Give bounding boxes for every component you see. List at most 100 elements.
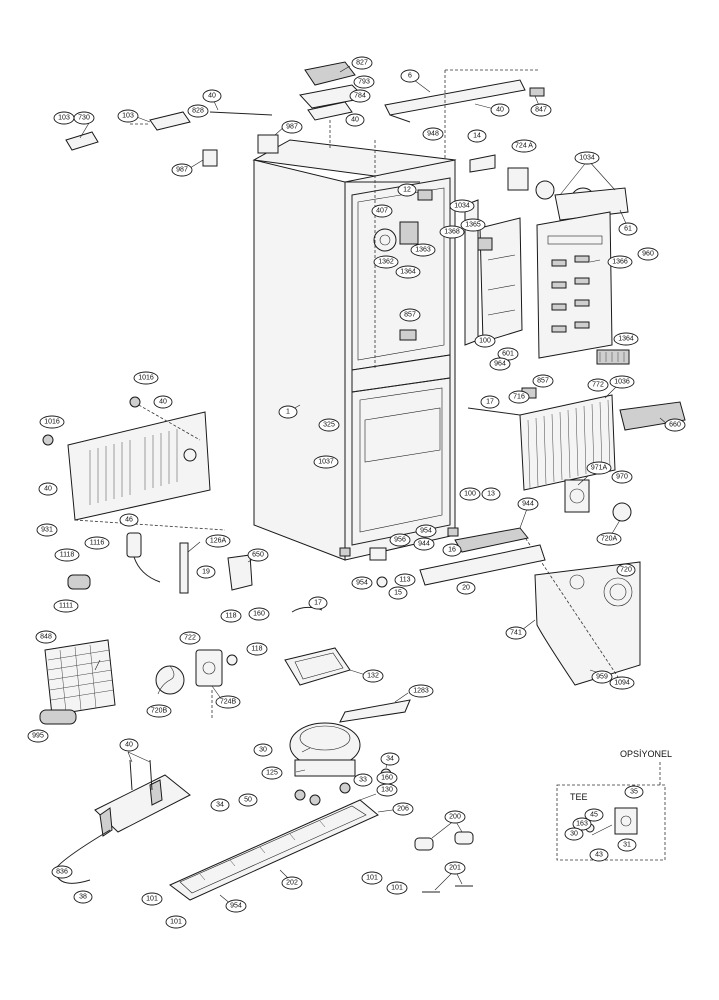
svg-text:828: 828 [192, 108, 204, 115]
svg-text:132: 132 [367, 673, 379, 680]
top-cover-parts [65, 61, 367, 167]
svg-text:1016: 1016 [138, 375, 154, 382]
svg-text:40: 40 [208, 93, 216, 100]
callout-1368: 1368 [439, 225, 465, 239]
air-duct [464, 199, 523, 346]
callout-1094: 1094 [609, 676, 635, 690]
callout-33: 33 [353, 773, 373, 787]
callout-103b: 103 [117, 109, 139, 123]
callout-125: 125 [261, 766, 283, 780]
svg-text:1016: 1016 [44, 419, 60, 426]
svg-text:118: 118 [251, 646, 262, 653]
callout-716: 716 [508, 390, 530, 404]
callout-30b: 30 [564, 827, 584, 841]
compressor-bracket [54, 759, 191, 884]
callout-722: 722 [179, 631, 201, 645]
svg-text:1118: 1118 [60, 552, 75, 559]
callout-847: 847 [530, 103, 552, 117]
callout-1034b: 1034 [449, 199, 475, 213]
callout-793: 793 [353, 75, 375, 89]
svg-text:716: 716 [513, 394, 525, 401]
svg-text:46: 46 [125, 517, 133, 524]
callout-1118: 1118 [54, 548, 80, 562]
callout-857b: 857 [532, 374, 554, 388]
callout-163: 163 [572, 817, 592, 831]
svg-text:1094: 1094 [614, 680, 630, 687]
svg-text:40: 40 [496, 107, 504, 114]
callout-1362: 1362 [373, 255, 399, 269]
callout-1111: 1111 [53, 599, 79, 613]
svg-text:206: 206 [397, 806, 409, 813]
callout-202: 202 [281, 876, 303, 890]
callout-6: 6 [400, 69, 420, 83]
svg-text:793: 793 [358, 79, 370, 86]
svg-text:720B: 720B [151, 708, 168, 715]
callout-201: 201 [444, 861, 466, 875]
crisper-parts [369, 527, 546, 588]
svg-text:20: 20 [462, 585, 470, 592]
svg-text:857: 857 [537, 378, 549, 385]
svg-text:948: 948 [427, 131, 439, 138]
callout-40f: 40 [119, 738, 139, 752]
svg-text:720A: 720A [601, 536, 618, 543]
callout-113: 113 [394, 573, 416, 587]
svg-text:30: 30 [259, 747, 267, 754]
callout-100a: 100 [474, 334, 496, 348]
svg-text:1365: 1365 [465, 222, 481, 229]
svg-text:650: 650 [252, 552, 264, 559]
svg-text:101: 101 [391, 885, 403, 892]
inset-tee-label: TEE [570, 792, 588, 802]
svg-text:1037: 1037 [318, 459, 334, 466]
svg-text:15: 15 [394, 590, 402, 597]
callout-987b: 987 [171, 163, 193, 177]
callout-970: 970 [611, 470, 633, 484]
svg-text:857: 857 [404, 312, 416, 319]
svg-text:1362: 1362 [378, 259, 394, 266]
svg-text:160: 160 [381, 775, 393, 782]
svg-text:200: 200 [449, 814, 461, 821]
svg-text:40: 40 [159, 399, 167, 406]
callout-40c: 40 [490, 103, 510, 117]
svg-text:724B: 724B [220, 699, 237, 706]
fan-motor-bracket [564, 479, 632, 522]
svg-text:407: 407 [376, 208, 388, 215]
callout-40d: 40 [153, 395, 173, 409]
callout-720b: 720B [146, 704, 172, 718]
svg-text:970: 970 [616, 474, 628, 481]
svg-text:113: 113 [399, 577, 410, 584]
callout-118b: 118 [246, 642, 268, 656]
callout-61: 61 [618, 222, 638, 236]
svg-text:43: 43 [595, 852, 603, 859]
svg-text:964: 964 [494, 361, 506, 368]
svg-text:33: 33 [359, 777, 367, 784]
svg-text:34: 34 [216, 802, 224, 809]
svg-text:130: 130 [381, 787, 393, 794]
back-panel [42, 396, 226, 531]
svg-text:1364: 1364 [400, 269, 416, 276]
fan-assembly [469, 154, 629, 221]
callout-40e: 40 [38, 482, 58, 496]
callout-1363: 1363 [410, 243, 436, 257]
callout-948: 948 [422, 127, 444, 141]
svg-text:724 A: 724 A [515, 143, 533, 150]
callout-987a: 987 [281, 120, 303, 134]
svg-text:944: 944 [522, 501, 534, 508]
insulation-strip [339, 699, 411, 723]
svg-text:1034: 1034 [579, 155, 595, 162]
callout-995: 995 [27, 729, 49, 743]
callout-13: 13 [481, 487, 501, 501]
svg-text:1364: 1364 [618, 336, 634, 343]
svg-text:30: 30 [570, 831, 578, 838]
callout-944a: 944 [517, 497, 539, 511]
callout-103a: 103 [53, 111, 75, 125]
svg-text:722: 722 [184, 635, 196, 642]
callout-724b: 724B [215, 695, 241, 709]
svg-text:6: 6 [408, 73, 412, 80]
svg-text:40: 40 [44, 486, 52, 493]
inset-heading: OPSİYONEL [620, 749, 672, 759]
svg-text:17: 17 [314, 600, 322, 607]
callout-1: 1 [278, 405, 298, 419]
svg-text:827: 827 [356, 60, 368, 67]
callout-720a: 720A [596, 532, 622, 546]
